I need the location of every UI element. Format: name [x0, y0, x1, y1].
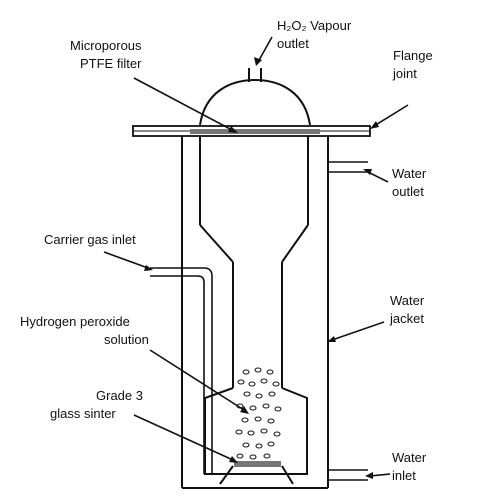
ptfe-filter [190, 129, 320, 134]
bubbles [235, 367, 282, 460]
glass-sinter [234, 461, 281, 467]
label-water-inlet-line2: inlet [392, 468, 416, 483]
label-flange-line1: Flange [393, 48, 433, 63]
dome [199, 68, 311, 126]
label-water-outlet-line2: outlet [392, 184, 424, 199]
water-inlet-pipe [328, 469, 368, 481]
water-outlet-pipe [328, 161, 368, 173]
pointer-water-outlet [363, 169, 389, 183]
label-water-jacket-line2: jacket [389, 311, 424, 326]
label-flange-line2: joint [392, 66, 417, 81]
pointer-h2o2-outlet [254, 36, 273, 66]
label-peroxide-line2: solution [104, 332, 149, 347]
label-sinter-line1: Grade 3 [96, 388, 143, 403]
label-h2o2-outlet-line1: H₂O₂ Vapour [277, 18, 352, 33]
label-peroxide-line1: Hydrogen peroxide [20, 314, 130, 329]
label-water-jacket-line1: Water [390, 293, 425, 308]
pointer-water-inlet [365, 472, 391, 479]
label-sinter-line2: glass sinter [50, 406, 116, 421]
outer-jacket [181, 136, 329, 489]
carrier-gas-tube [150, 267, 213, 474]
pointer-sinter [133, 414, 238, 463]
label-filter-line2: PTFE filter [80, 56, 142, 71]
label-water-inlet-line1: Water [392, 450, 427, 465]
pointer-peroxide [149, 349, 249, 414]
pointer-flange [370, 104, 409, 129]
inner-vessel [199, 136, 309, 485]
label-carrier-gas: Carrier gas inlet [44, 232, 136, 247]
label-filter-line1: Microporous [70, 38, 142, 53]
pointer-carrier-gas [103, 251, 153, 271]
pointer-filter [133, 77, 238, 133]
label-water-outlet-line1: Water [392, 166, 427, 181]
label-h2o2-outlet-line2: outlet [277, 36, 309, 51]
pointer-water-jacket [327, 321, 385, 342]
